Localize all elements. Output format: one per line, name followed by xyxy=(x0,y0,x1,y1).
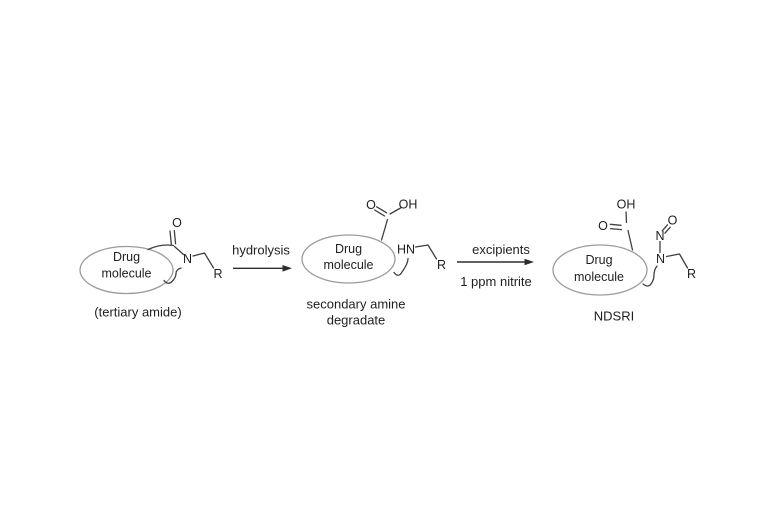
bond-ellipse-to-carbonyl xyxy=(147,244,175,251)
nitrite-label: 1 ppm nitrite xyxy=(460,274,532,289)
nitroso-oxygen-label: O xyxy=(668,214,678,228)
drug-molecule-ellipse xyxy=(552,244,648,296)
bond-carbon-to-hydroxyl xyxy=(625,211,628,224)
caption-tertiary-amide: (tertiary amide) xyxy=(94,305,181,320)
bond-carboxyl-to-ellipse xyxy=(380,218,389,241)
drug-label-line2: molecule xyxy=(323,258,373,272)
bond-carboxyl-to-ellipse xyxy=(627,229,634,251)
carboxyl-oxygen-label: O xyxy=(366,198,376,212)
caption-secondary-amine-line2: degradate xyxy=(327,313,386,328)
drug-molecule-ellipse xyxy=(301,234,396,284)
amide-nitrogen-label: N xyxy=(183,252,192,266)
carbonyl-double-bond-line1 xyxy=(169,230,172,245)
carboxyl-double-bond-line1 xyxy=(609,223,622,226)
hydroxyl-label: OH xyxy=(617,198,636,212)
bond-nitrogen-to-r xyxy=(192,252,215,269)
bond-nitrogen-to-r xyxy=(665,253,689,269)
r-group-label: R xyxy=(437,258,446,272)
bond-carbonyl-to-nitrogen xyxy=(173,245,185,256)
bond-carbon-to-hydroxyl xyxy=(389,207,402,215)
nitroso-double-bond-line2 xyxy=(661,224,669,232)
bond-nitrogen-to-r xyxy=(414,244,438,260)
drug-label-line2: molecule xyxy=(101,267,151,281)
nitroso-nitrogen-label: N xyxy=(655,229,664,243)
caption-secondary-amine-line1: secondary amine xyxy=(307,297,406,312)
carboxyl-oxygen-label: O xyxy=(598,219,608,233)
excipients-label: excipients xyxy=(472,242,530,257)
carbonyl-oxygen-label: O xyxy=(172,216,182,230)
drug-molecule-ellipse xyxy=(79,245,174,295)
arrowhead-icon xyxy=(524,258,534,266)
carboxyl-double-bond-line2 xyxy=(375,206,388,214)
drug-label-line1: Drug xyxy=(113,250,140,264)
structure-ndsri: Drug molecule OH O N O N R NDSRI xyxy=(552,198,696,324)
amine-nitrogen-label: HN xyxy=(397,243,415,257)
wavy-bond-ellipse-to-nitrogen xyxy=(393,257,409,276)
drug-label-line2: molecule xyxy=(574,270,624,284)
carboxyl-double-bond-line2 xyxy=(610,227,623,231)
structure-secondary-amine-degradate: Drug molecule O OH HN R secondary amine … xyxy=(301,198,446,328)
nitroso-double-bond-line1 xyxy=(664,226,671,234)
amine-nitrogen-label: N xyxy=(656,252,665,266)
carbonyl-double-bond-line2 xyxy=(173,229,177,245)
drug-label-line1: Drug xyxy=(585,253,612,267)
drug-label-line1: Drug xyxy=(335,242,362,256)
r-group-label: R xyxy=(687,267,696,281)
carboxyl-double-bond-line1 xyxy=(373,209,386,217)
caption-ndsri: NDSRI xyxy=(594,309,634,324)
hydroxyl-label: OH xyxy=(399,198,418,212)
arrowhead-icon xyxy=(282,265,292,272)
wavy-bond-ellipse-to-nitrogen xyxy=(163,267,182,284)
structure-tertiary-amide: Drug molecule O N R (tertiary amide) xyxy=(79,216,223,320)
wavy-bond-ellipse-to-nitrogen xyxy=(642,265,658,287)
reaction-arrow-hydrolysis: hydrolysis xyxy=(232,243,292,272)
reaction-arrow-nitrosation: excipients 1 ppm nitrite xyxy=(457,242,534,289)
hydrolysis-label: hydrolysis xyxy=(232,243,290,258)
r-group-label: R xyxy=(213,267,222,281)
